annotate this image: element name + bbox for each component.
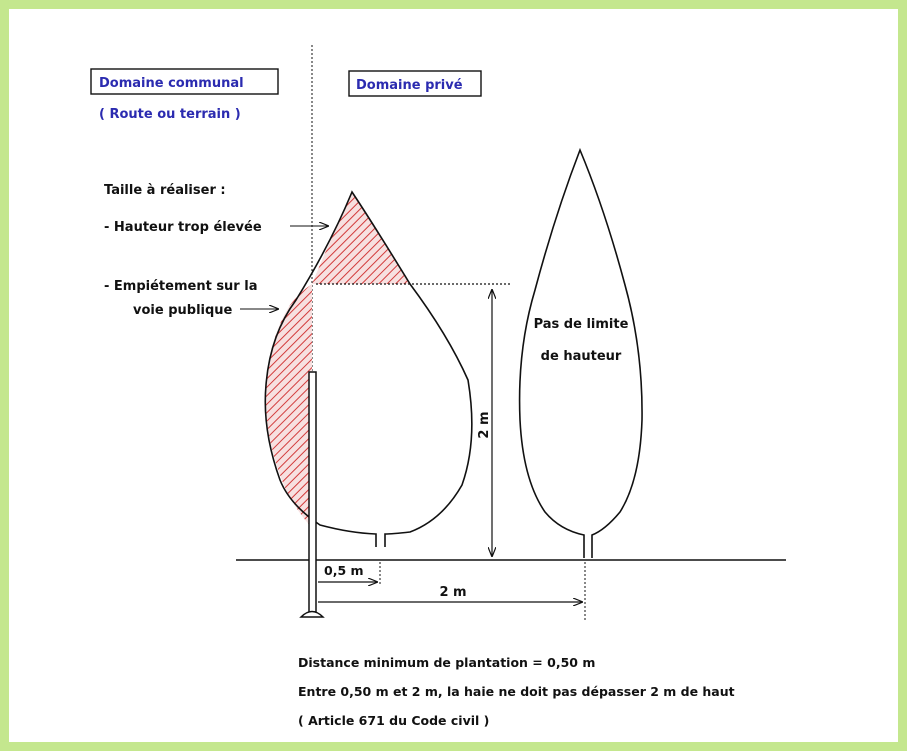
encroachment-label-line1: - Empiétement sur la (104, 279, 257, 294)
pruning-heading: Taille à réaliser : (104, 183, 226, 198)
encroachment-label-line2: voie publique (133, 303, 233, 318)
fence-post (308, 371, 317, 613)
communal-zone-title: Domaine communal (99, 76, 244, 91)
private-zone-box (348, 70, 482, 97)
small-distance-label: 0,5 m (324, 563, 364, 578)
private-zone-title: Domaine privé (356, 78, 463, 93)
fence-post-base (299, 610, 325, 618)
left-tree-outline (264, 190, 473, 547)
excess-height-zone (312, 192, 410, 284)
large-distance-label: 2 m (439, 585, 466, 600)
encroachment-zone (265, 284, 312, 528)
note-minimum-distance: Distance minimum de plantation = 0,50 m (298, 655, 595, 670)
note-legal-reference: ( Article 671 du Code civil ) (298, 713, 489, 728)
height-dimension-label: 2 m (477, 411, 492, 438)
note-height-rule: Entre 0,50 m et 2 m, la haie ne doit pas… (298, 684, 735, 699)
right-tree-outline (518, 147, 643, 558)
communal-zone-subtitle: ( Route ou terrain ) (99, 107, 241, 122)
excess-height-label: - Hauteur trop élevée (104, 220, 262, 235)
communal-zone-box (90, 68, 279, 95)
right-tree-label-line1: Pas de limite (534, 317, 629, 332)
right-tree-label-line2: de hauteur (541, 349, 622, 364)
